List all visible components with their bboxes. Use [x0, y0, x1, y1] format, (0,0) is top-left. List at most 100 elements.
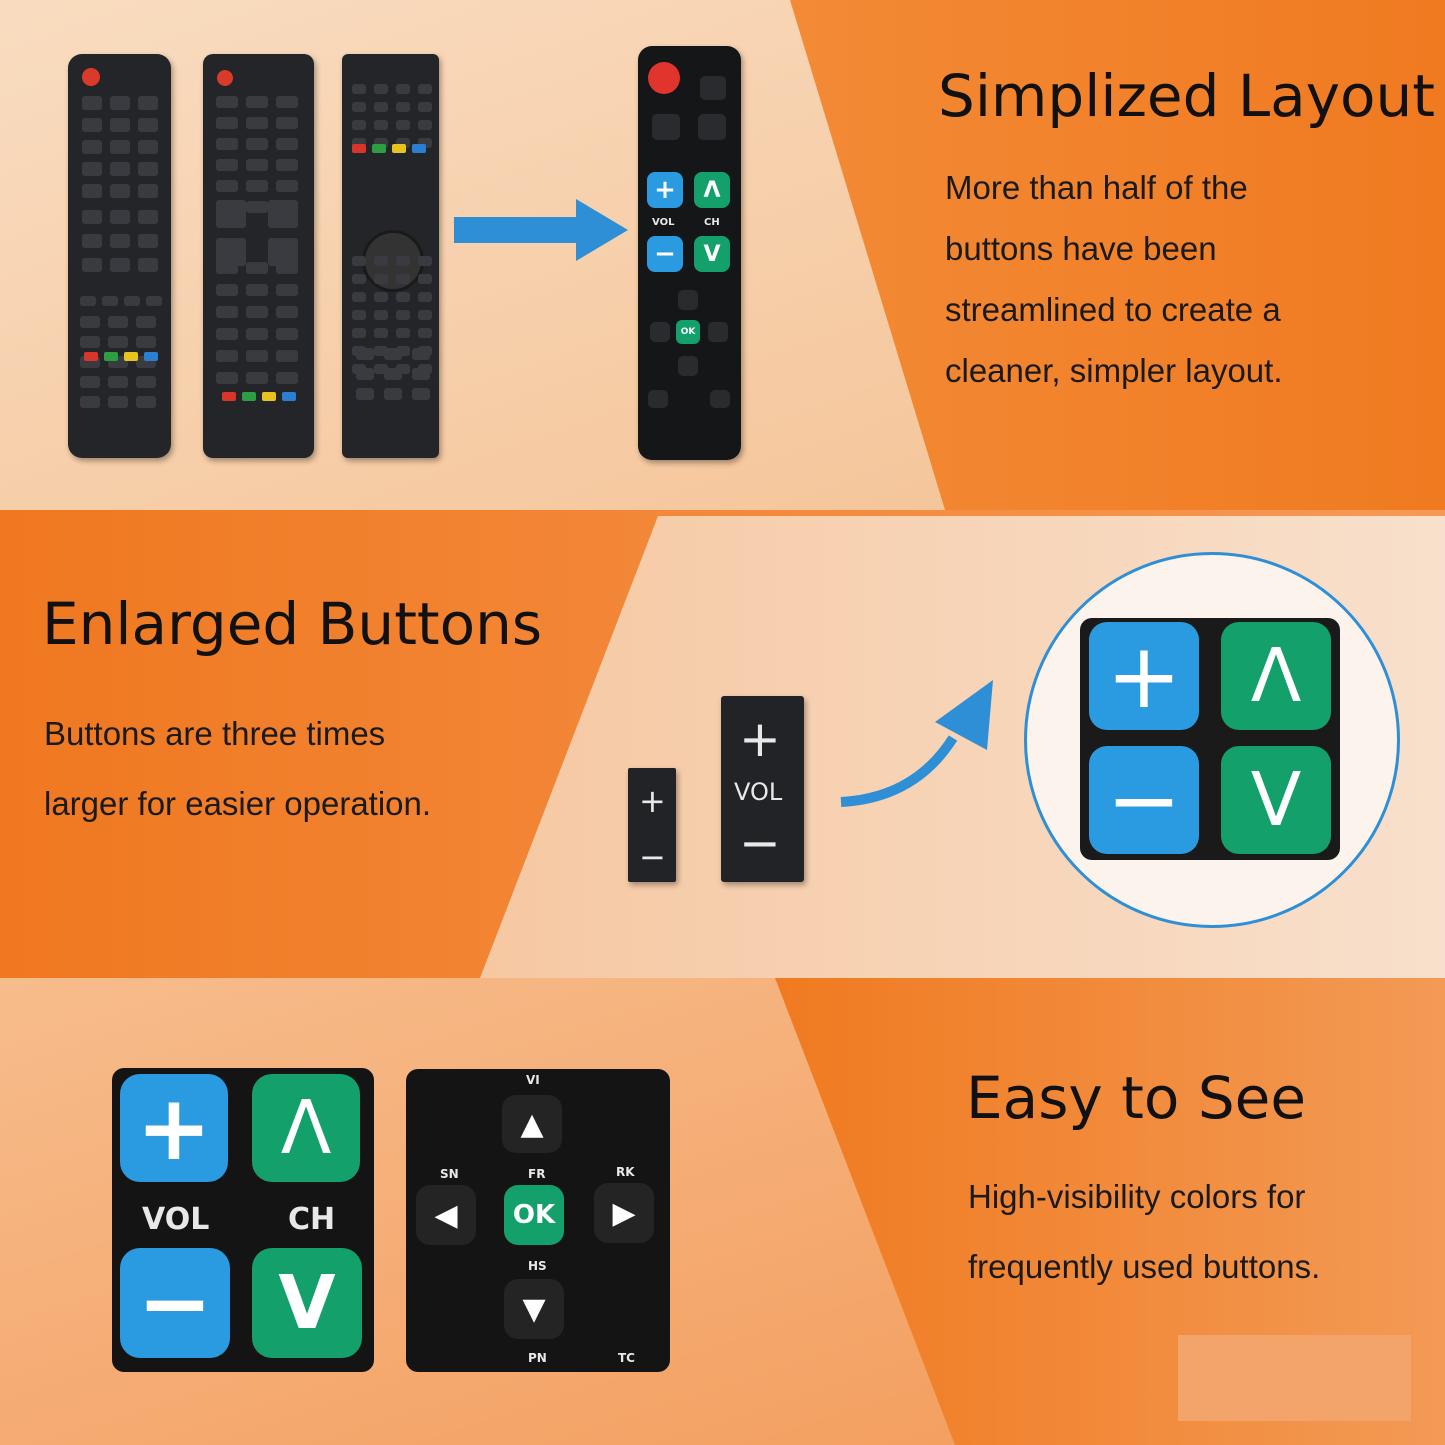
remote-key: [246, 350, 268, 362]
color-key: [222, 392, 236, 401]
remote-key: [246, 284, 268, 296]
remote-key: [268, 200, 298, 228]
remote-key: [216, 372, 238, 384]
right-button[interactable]: ▶: [594, 1183, 654, 1243]
vol-up-button[interactable]: +: [647, 172, 683, 208]
vol-up-button[interactable]: +: [1089, 622, 1199, 730]
remote-key: [138, 258, 158, 272]
color-key: [242, 392, 256, 401]
down-icon: [678, 356, 698, 376]
remote-key: [246, 159, 268, 171]
vol-down-button[interactable]: −: [1089, 746, 1199, 854]
remote-key: [216, 328, 238, 340]
ch-up-button[interactable]: Λ: [252, 1074, 360, 1182]
back-icon: [698, 114, 726, 140]
ch-up-button[interactable]: Λ: [694, 172, 730, 208]
magnified-button-pad: + Λ − V: [1080, 618, 1340, 860]
body-line: larger for easier operation.: [44, 785, 432, 822]
remote-key: [418, 310, 432, 320]
remote-key: [352, 310, 366, 320]
body-line: buttons have been: [945, 230, 1217, 267]
body-easy-to-see: High-visibility colors for frequently us…: [968, 1162, 1320, 1302]
remote-key: [396, 274, 410, 284]
remote-key: [82, 140, 102, 154]
remote-key: [374, 328, 388, 338]
curved-arrow-icon: [840, 680, 993, 807]
remote-key: [268, 238, 298, 266]
remote-key: [276, 159, 298, 171]
dpad-label: PN: [528, 1351, 547, 1365]
input-icon: [652, 114, 680, 140]
dpad-label: RK: [616, 1165, 635, 1179]
remote-key: [110, 234, 130, 248]
remote-key: [216, 284, 238, 296]
remote-key: [246, 96, 268, 108]
body-line: cleaner, simpler layout.: [945, 352, 1283, 389]
remote-key: [108, 316, 128, 328]
dpad-button-pad: VI ▲ SN FR RK ◀ OK ▶ HS ▼ PN TC: [406, 1069, 670, 1372]
remote-key: [146, 296, 162, 306]
remote-key: [418, 256, 432, 266]
vol-up-button[interactable]: +: [120, 1074, 228, 1182]
heading-enlarged-buttons: Enlarged Buttons: [42, 590, 543, 658]
remote-key: [418, 84, 432, 94]
left-button[interactable]: ◀: [416, 1185, 476, 1245]
remote-key: [374, 292, 388, 302]
remote-key: [216, 350, 238, 362]
minus-icon: −: [639, 838, 666, 876]
up-button[interactable]: ▲: [502, 1095, 562, 1153]
remote-key: [216, 180, 238, 192]
ch-down-button[interactable]: V: [1221, 746, 1331, 854]
remote-key: [216, 159, 238, 171]
ok-button[interactable]: OK: [676, 320, 700, 344]
ch-label: CH: [288, 1202, 336, 1237]
remote-key: [82, 96, 102, 110]
color-key: [392, 144, 406, 153]
remote-key: [136, 316, 156, 328]
remote-key: [138, 210, 158, 224]
dpad-label: FR: [528, 1167, 546, 1181]
remote-key: [276, 180, 298, 192]
remote-key: [352, 120, 366, 130]
home-icon: [710, 390, 730, 408]
remote-key: [136, 376, 156, 388]
plus-icon: +: [739, 710, 781, 768]
remote-key: [216, 238, 246, 266]
vol-down-button[interactable]: −: [647, 236, 683, 272]
ch-down-button[interactable]: V: [694, 236, 730, 272]
remote-key: [102, 296, 118, 306]
power-icon: [82, 68, 100, 86]
remote-key: [374, 310, 388, 320]
down-button[interactable]: ▼: [504, 1279, 564, 1339]
ok-button[interactable]: OK: [504, 1185, 564, 1245]
remote-key: [110, 184, 130, 198]
remote-key: [276, 138, 298, 150]
body-line: streamlined to create a: [945, 291, 1281, 328]
ch-down-button[interactable]: V: [252, 1248, 362, 1358]
remote-key: [352, 328, 366, 338]
remote-key: [384, 348, 402, 360]
body-line: Buttons are three times: [44, 715, 386, 752]
complex-remote-buttons: [80, 84, 432, 408]
dpad-label: HS: [528, 1259, 547, 1273]
remote-key: [396, 84, 410, 94]
ch-up-button[interactable]: Λ: [1221, 622, 1331, 730]
ch-label: CH: [704, 217, 720, 228]
remote-key: [418, 274, 432, 284]
vol-label: VOL: [652, 217, 675, 228]
remote-key: [136, 396, 156, 408]
remote-key: [82, 210, 102, 224]
dpad-label: TC: [618, 1351, 635, 1365]
power-icon: [217, 70, 233, 86]
remote-key: [276, 306, 298, 318]
remote-key: [374, 256, 388, 266]
remote-key: [80, 376, 100, 388]
vol-down-button[interactable]: −: [120, 1248, 230, 1358]
simplified-remote: + Λ VOL CH − V OK: [638, 46, 741, 460]
up-icon: [678, 290, 698, 310]
remote-key: [352, 256, 366, 266]
color-key: [262, 392, 276, 401]
remote-key: [138, 162, 158, 176]
minus-icon: −: [739, 814, 781, 872]
plus-icon: +: [639, 782, 666, 820]
